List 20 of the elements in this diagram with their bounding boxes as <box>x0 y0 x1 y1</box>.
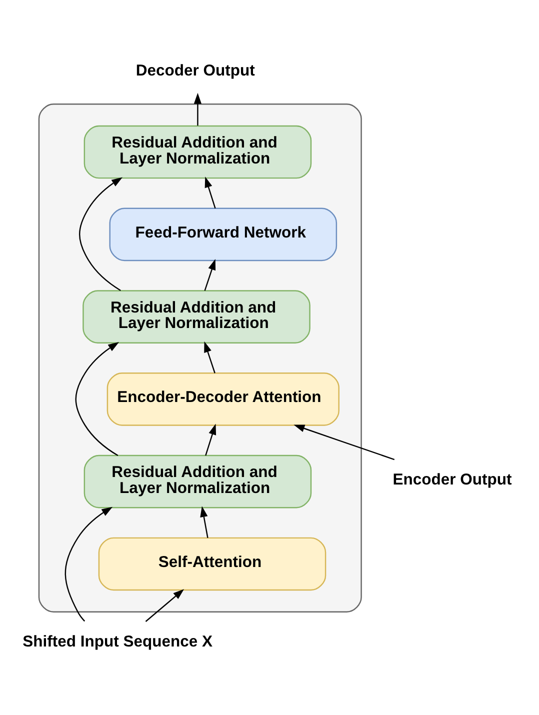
arrow <box>294 424 395 460</box>
node-text: Decoder Output <box>136 62 255 80</box>
arrow <box>204 258 216 290</box>
node-box: Residual Addition and Layer Normalization <box>82 290 310 343</box>
node-text: Shifted Input Sequence X <box>22 632 213 650</box>
arrow <box>200 506 208 538</box>
arrow <box>75 342 120 456</box>
arrow <box>204 340 216 373</box>
node-box: Residual Addition and Layer Normalization <box>84 454 312 508</box>
arrow <box>205 423 216 456</box>
arrow <box>145 588 184 622</box>
arrow <box>204 176 216 208</box>
arrow <box>79 176 123 290</box>
node-box: Residual Addition and Layer Normalization <box>84 124 312 178</box>
arrow <box>194 92 202 126</box>
node-text: Encoder Output <box>392 470 512 488</box>
node-box: Self-Attention <box>98 536 326 590</box>
arrow <box>64 506 113 622</box>
node-box: Feed-Forward Network <box>109 207 338 261</box>
node-box: Encoder-Decoder Attention <box>106 372 340 426</box>
